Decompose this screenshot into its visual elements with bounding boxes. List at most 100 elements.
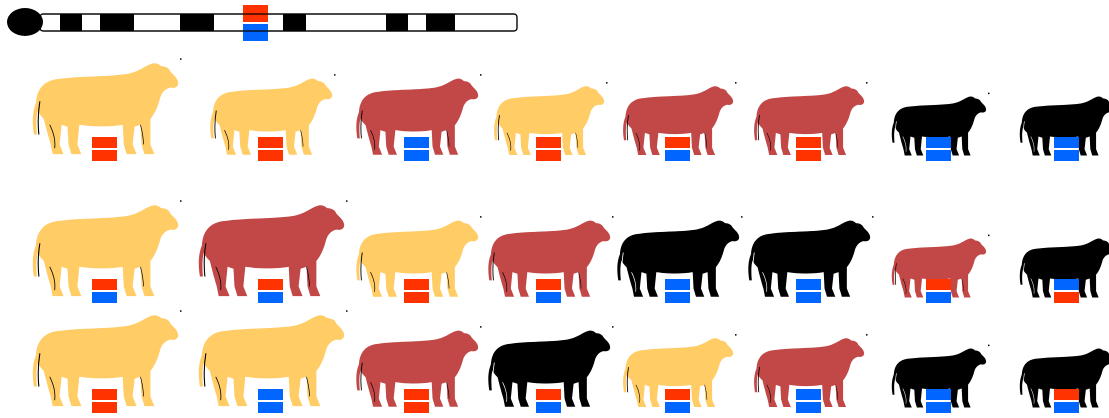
cow-cream <box>199 310 348 413</box>
cow-black <box>748 216 873 303</box>
allele-red <box>536 137 561 148</box>
genotype-box <box>926 279 951 303</box>
allele-red <box>258 137 283 148</box>
allele-red <box>536 279 561 290</box>
cow-cream <box>623 334 736 413</box>
genotype-box <box>92 279 117 303</box>
allele-red <box>536 389 561 400</box>
cow-black <box>892 93 990 161</box>
cow-black <box>1020 345 1109 413</box>
allele-blue <box>92 292 117 303</box>
genotype-box <box>92 389 117 413</box>
centromere <box>7 8 43 36</box>
allele-red <box>92 137 117 148</box>
allele-blue <box>796 279 821 290</box>
genotype-box <box>1054 137 1079 161</box>
chromosome-band-dark <box>180 14 214 31</box>
allele-blue <box>796 292 821 303</box>
allele-red <box>926 279 951 290</box>
chromosome-band-dark <box>60 14 82 31</box>
allele-blue <box>1054 279 1079 290</box>
cow-black <box>1020 93 1109 161</box>
genotype-box <box>404 279 429 303</box>
genotype-box <box>1054 389 1079 413</box>
allele-blue <box>926 150 951 161</box>
genotype-box <box>258 137 283 161</box>
cow-cream <box>494 82 607 161</box>
genotype-box <box>1054 279 1079 303</box>
genotype-box <box>536 279 561 303</box>
allele-blue <box>796 402 821 413</box>
cow-red <box>754 334 867 413</box>
genotype-box <box>665 137 690 161</box>
allele-blue <box>1054 150 1079 161</box>
allele-blue <box>796 389 821 400</box>
allele-red <box>92 389 117 400</box>
chromosome-band-dark <box>100 14 134 31</box>
genotype-box <box>536 137 561 161</box>
genotype-box <box>926 389 951 413</box>
cow-black <box>617 216 742 303</box>
cow-cream <box>33 58 182 161</box>
allele-red <box>665 389 690 400</box>
allele-blue <box>404 137 429 148</box>
cow-red <box>754 82 867 161</box>
cow-red <box>488 216 613 303</box>
allele-red <box>404 292 429 303</box>
allele-red <box>796 137 821 148</box>
allele-red <box>665 137 690 148</box>
allele-red <box>404 279 429 290</box>
cow-cream <box>210 74 335 161</box>
cow-black <box>1020 235 1109 303</box>
genotype-box <box>404 389 429 413</box>
allele-blue <box>1054 402 1079 413</box>
allele-red <box>1054 292 1079 303</box>
cow-red <box>356 74 481 161</box>
allele-blue <box>536 292 561 303</box>
chromosome-band-dark <box>283 14 306 31</box>
allele-red <box>258 150 283 161</box>
genotype-box <box>92 137 117 161</box>
genotype-box <box>796 279 821 303</box>
allele-red <box>404 389 429 400</box>
allele-blue <box>665 279 690 290</box>
allele-blue <box>1054 137 1079 148</box>
allele-blue <box>665 292 690 303</box>
allele-red <box>92 150 117 161</box>
allele-blue <box>665 402 690 413</box>
cow-red <box>199 200 348 303</box>
genotype-box <box>258 389 283 413</box>
cow-red <box>356 326 481 413</box>
genotype-box <box>665 279 690 303</box>
chromosome-band-dark <box>386 14 408 31</box>
allele-blue <box>404 150 429 161</box>
cow-red <box>623 82 736 161</box>
genotype-box <box>796 137 821 161</box>
allele-red <box>536 150 561 161</box>
cow-cream <box>33 200 182 303</box>
allele-blue <box>926 292 951 303</box>
allele-blue <box>926 389 951 400</box>
allele-red <box>796 150 821 161</box>
allele-red <box>92 279 117 290</box>
chromosome-band-dark <box>426 14 455 31</box>
genotype-box <box>404 137 429 161</box>
allele-blue <box>258 389 283 400</box>
allele-blue <box>926 402 951 413</box>
allele-blue <box>536 402 561 413</box>
allele-red <box>404 402 429 413</box>
cow-cream <box>356 216 481 303</box>
allele-blue <box>926 137 951 148</box>
cow-cream <box>33 310 182 413</box>
allele-blue <box>665 150 690 161</box>
cow-black <box>488 326 613 413</box>
chromosome-ideogram <box>7 5 517 41</box>
allele-blue <box>258 292 283 303</box>
genotype-box <box>926 137 951 161</box>
genotype-box <box>258 279 283 303</box>
genotype-box <box>536 389 561 413</box>
genotype-box <box>665 389 690 413</box>
allele-red <box>1054 389 1079 400</box>
cow-red <box>892 235 990 303</box>
